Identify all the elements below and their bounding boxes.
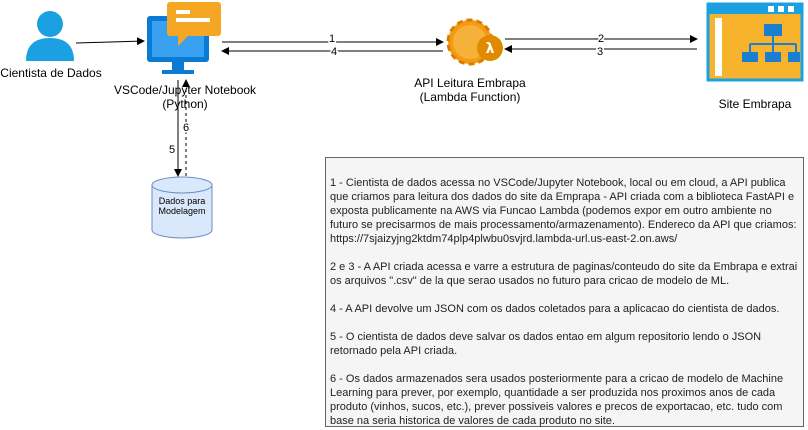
lambda-function-icon[interactable]: λ: [446, 18, 503, 66]
svg-text:λ: λ: [486, 41, 495, 57]
note-step-6: 6 - Os dados armazenados sera usados pos…: [330, 373, 784, 427]
edge-label-5: 5: [169, 144, 175, 156]
edge-label-4: 4: [331, 46, 337, 58]
edge-scientist-to-vscode: [75, 37, 145, 46]
note-step-1: 1 - Cientista de dados acessa no VSCode/…: [330, 177, 797, 245]
note-steps-2-3: 2 e 3 - A API criada acessa e varre a es…: [330, 261, 798, 287]
edge-label-3: 3: [597, 46, 603, 58]
chat-bubble-icon: [167, 2, 221, 46]
website-window-icon[interactable]: [706, 2, 804, 82]
edge-label-6: 6: [183, 122, 189, 134]
user-icon[interactable]: [26, 11, 74, 61]
notes-box: 1 - Cientista de dados acessa no VSCode/…: [325, 157, 804, 427]
edge-label-2: 2: [598, 33, 604, 45]
scientist-label: Cientista de Dados: [0, 66, 102, 80]
site-label: Site Embrapa: [718, 97, 792, 111]
edge-label-1: 1: [329, 33, 335, 45]
vscode-label: VSCode/Jupyter Notebook (Python): [113, 83, 257, 111]
database-label: Dados para Modelagem: [158, 196, 206, 216]
database-cylinder-icon[interactable]: [151, 176, 213, 239]
note-step-5: 5 - O cientista de dados deve salvar os …: [330, 331, 762, 357]
api-label: API Leitura Embrapa (Lambda Function): [414, 76, 526, 104]
note-step-4: 4 - A API devolve um JSON com os dados c…: [330, 303, 780, 315]
